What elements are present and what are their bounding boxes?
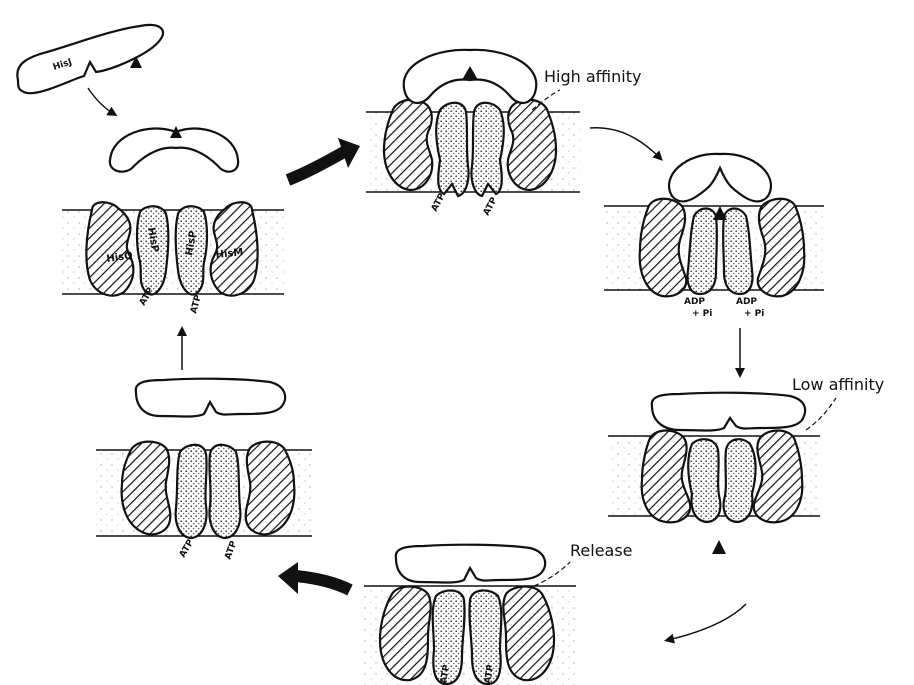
panel-hydrolysis: ADP + Pi ADP + Pi — [604, 154, 824, 319]
hisj-released-binding-protein — [396, 545, 545, 583]
cycle-arrow — [668, 604, 746, 640]
hisj-released-binding-protein — [136, 379, 285, 417]
low-affinity-leader — [806, 398, 836, 430]
hisj-open-binding-protein — [17, 25, 163, 93]
atp-label: ATP — [223, 539, 239, 561]
hisq-subunit — [380, 587, 431, 681]
binding-arrow — [88, 88, 114, 114]
hisp-left-subunit — [176, 445, 207, 538]
histidine-ligand-icon — [712, 540, 726, 554]
atp-label: ATP — [430, 192, 448, 214]
hism-subunit — [246, 442, 295, 535]
adp-label: ADP — [684, 297, 705, 307]
hisp-right-subunit — [723, 209, 752, 295]
bold-arrowhead-icon — [278, 562, 298, 594]
panel-high-affinity: ATP ATP High affinity — [366, 50, 641, 218]
bold-cycle-arrow — [296, 576, 350, 590]
cycle-arrow — [590, 128, 660, 158]
hisq-subunit — [86, 202, 133, 295]
high-affinity-label: High affinity — [544, 67, 641, 86]
hisp-right-subunit — [209, 445, 240, 538]
atp-label: ATP — [482, 196, 500, 218]
panel-reset: ATP ATP — [96, 379, 312, 561]
release-label: Release — [570, 541, 633, 560]
hisq-subunit — [384, 100, 432, 190]
hisp-left-subunit — [688, 439, 720, 522]
hisp-left-subunit — [436, 103, 468, 196]
hisq-subunit — [122, 442, 171, 535]
atp-label: ATP — [178, 538, 196, 560]
hisp-left-subunit — [688, 209, 717, 295]
panel-resting: HisQ HisP HisP HisM ATP ATP HisJ — [17, 25, 284, 315]
hisj-open-binding-protein — [669, 154, 771, 201]
hism-subunit — [503, 587, 554, 681]
pi-label: + Pi — [744, 309, 764, 319]
adp-label: ADP — [736, 297, 757, 307]
hisp-right-subunit — [724, 439, 756, 522]
atp-label: ATP — [189, 293, 204, 314]
pi-label: + Pi — [692, 309, 712, 319]
hisj-released-binding-protein — [652, 393, 805, 431]
hism-subunit — [508, 100, 556, 190]
hisp-right-subunit — [471, 103, 503, 196]
bold-cycle-arrow — [288, 152, 344, 180]
hisq-subunit — [640, 199, 687, 297]
panel-low-affinity: Low affinity — [608, 375, 884, 554]
low-affinity-label: Low affinity — [792, 375, 884, 394]
panel-release: ATP ATP Release — [364, 541, 633, 685]
hism-subunit — [758, 199, 805, 297]
